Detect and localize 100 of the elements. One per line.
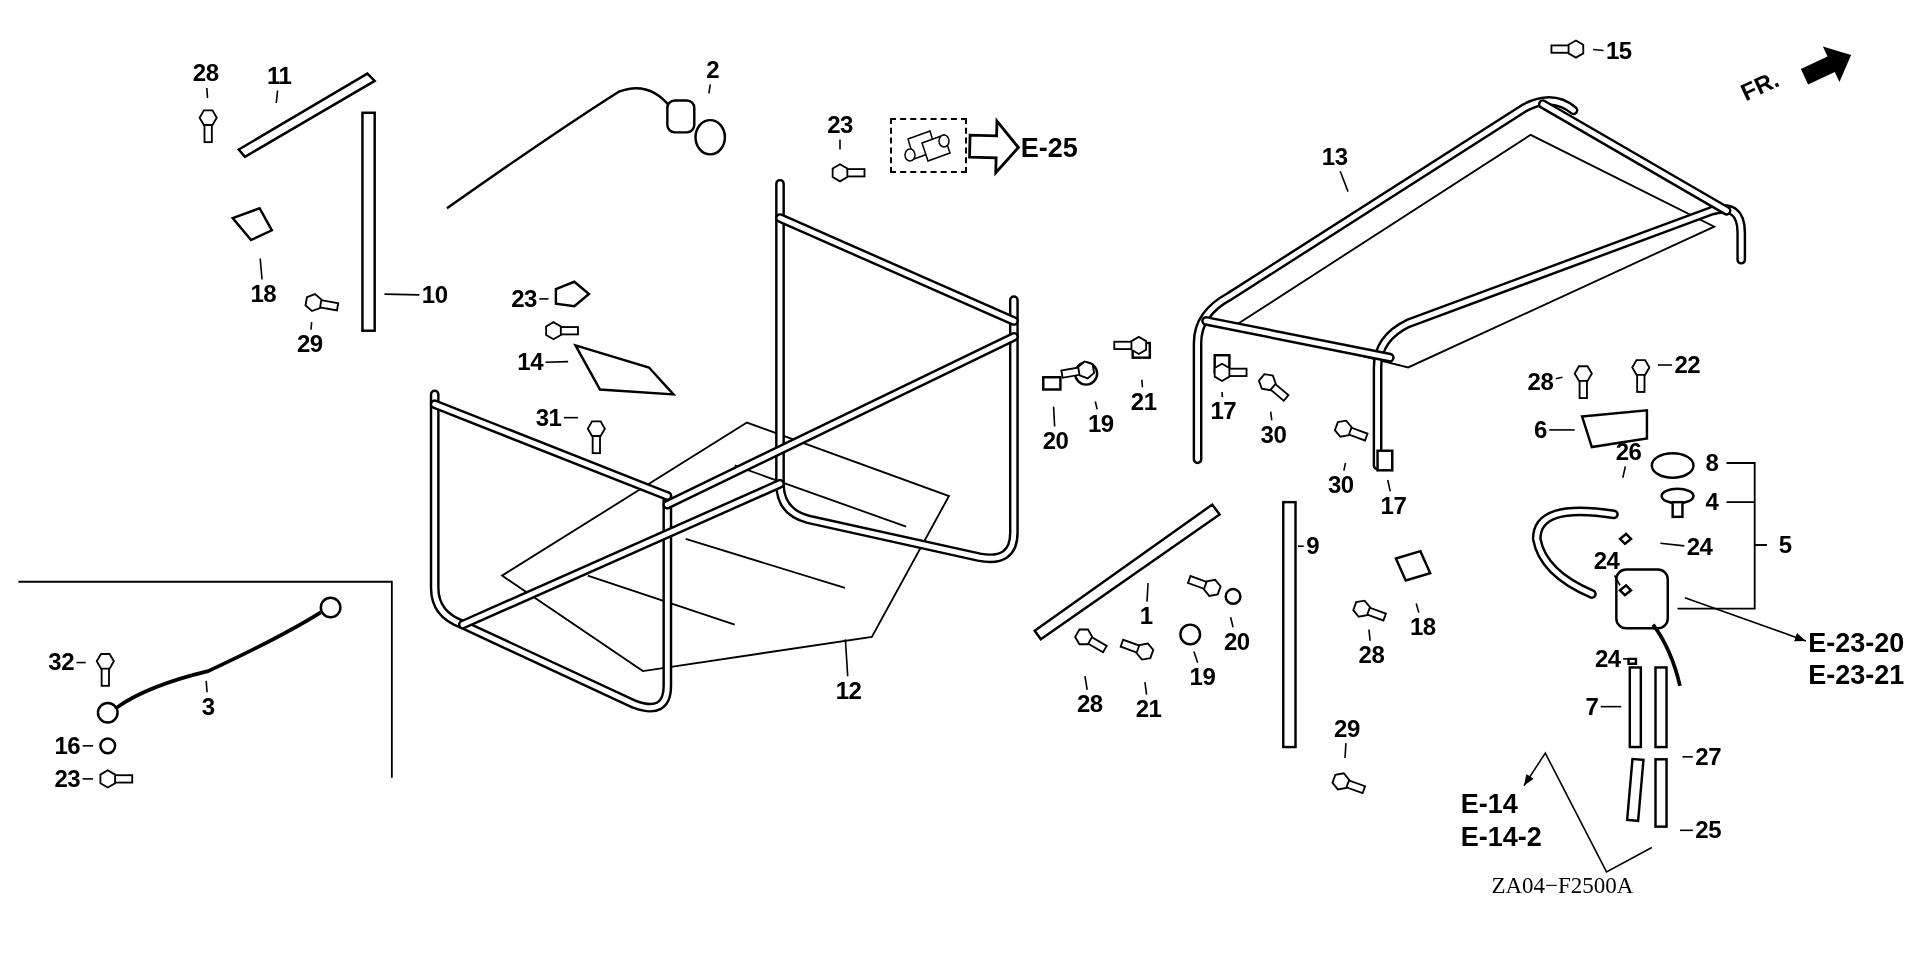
callout-number: 6 (1534, 417, 1547, 442)
callout-number: 28 (1076, 692, 1103, 717)
page-reference: E-23-20 (1808, 626, 1905, 659)
callout-number: 19 (1087, 411, 1114, 436)
callout-number: 23 (511, 286, 537, 311)
callout-number: 19 (1189, 665, 1216, 690)
leader-line (1386, 479, 1392, 493)
leader-line (1084, 675, 1088, 691)
callout-number: 15 (1605, 39, 1632, 64)
callout-number: 4 (1705, 490, 1719, 515)
page-reference: E-23-21 (1808, 658, 1905, 692)
callout-number: 14 (517, 350, 544, 375)
page-reference: E-14-2 (1460, 820, 1542, 853)
page-reference: E-25 (1020, 131, 1078, 165)
callout-number: 16 (54, 733, 81, 758)
callout-number: 20 (1042, 428, 1069, 453)
leader-line (310, 321, 313, 331)
callout-number: 20 (1223, 629, 1250, 654)
leader-line (1548, 429, 1576, 431)
leader-line (1659, 542, 1686, 547)
callout-number: 5 (1778, 532, 1792, 557)
reference-arrow (1684, 596, 1807, 642)
callout-number: 2 (706, 57, 720, 82)
callout-number: 7 (1585, 694, 1599, 719)
leader-line (1554, 376, 1564, 380)
callout-number: 28 (1358, 643, 1385, 668)
inset-frame (890, 117, 968, 173)
leader-line (1052, 405, 1056, 428)
leader-line (383, 293, 421, 296)
callout-number: 10 (421, 283, 448, 308)
callout-number: 28 (192, 61, 219, 86)
callout-number: 17 (1380, 493, 1407, 518)
leader-line (1681, 756, 1694, 758)
callout-number: 22 (1674, 352, 1701, 377)
callout-number: 31 (535, 405, 562, 430)
leader-line (1193, 650, 1199, 664)
leader-line (1141, 378, 1144, 389)
leader-line (844, 638, 849, 678)
leader-line (1144, 681, 1148, 696)
leader-line (1368, 628, 1371, 642)
leader-line (1339, 170, 1349, 193)
leader-line (1613, 574, 1621, 587)
leader-line (1415, 602, 1420, 614)
leader-line (544, 360, 569, 363)
callout-number: 24 (1593, 548, 1620, 573)
leader-line (563, 416, 579, 419)
leader-line (1622, 658, 1637, 660)
callout-number: 26 (1615, 439, 1642, 464)
page-reference: E-14 (1460, 788, 1518, 821)
callout-number: 18 (250, 281, 277, 306)
callout-number: 30 (1327, 472, 1354, 497)
leader-line (205, 680, 208, 693)
callout-number: 30 (1260, 422, 1287, 447)
callout-number: 13 (1321, 144, 1348, 169)
leader-line (81, 778, 94, 780)
leader-line (1679, 829, 1694, 832)
callout-number: 28 (1527, 370, 1554, 395)
leader-line (538, 298, 550, 300)
leader-line (275, 89, 279, 104)
leader-line (1269, 410, 1273, 422)
callout-number: 21 (1135, 696, 1162, 721)
callout-number: 9 (1306, 534, 1320, 559)
leader-line (1592, 48, 1605, 52)
callout-number: 29 (1334, 716, 1360, 741)
leader-line (708, 83, 712, 95)
leader-line (1657, 364, 1673, 366)
leader-line (1229, 616, 1234, 629)
callout-number: 3 (201, 694, 215, 719)
leader-line (1094, 400, 1098, 411)
leader-line (1599, 705, 1622, 708)
callout-number: 12 (835, 678, 862, 703)
callout-number: 32 (48, 650, 75, 675)
leader-line (1343, 462, 1347, 472)
callout-number: 29 (296, 332, 323, 357)
leader-line (75, 661, 87, 664)
callout-number: 1 (1139, 603, 1153, 628)
callout-number: 25 (1695, 818, 1721, 843)
callout-number: 18 (1410, 614, 1436, 639)
callout-number: 24 (1594, 646, 1621, 671)
callout-number: 23 (54, 766, 81, 791)
callout-number: 23 (827, 112, 853, 137)
front-direction-label: FR. (1737, 66, 1783, 105)
callout-number: 27 (1695, 744, 1721, 769)
leader-line (839, 138, 841, 151)
callout-number: 11 (267, 63, 292, 88)
callout-number: 24 (1686, 535, 1713, 560)
leader-line (81, 745, 94, 747)
reference-arrow (1523, 751, 1653, 874)
leader-line (1344, 742, 1347, 759)
leader-line (1221, 391, 1224, 398)
leader-line (206, 87, 209, 99)
leader-line (259, 257, 263, 281)
leader-line (1146, 582, 1149, 603)
callout-number: 21 (1130, 389, 1157, 414)
drawing-code: ZA04−F2500A (1491, 873, 1634, 897)
callout-number: 17 (1210, 399, 1237, 424)
callout-number: 8 (1705, 450, 1719, 475)
leader-line (1622, 465, 1627, 479)
leader-line (1297, 545, 1305, 548)
hollow-arrow (968, 117, 1021, 177)
